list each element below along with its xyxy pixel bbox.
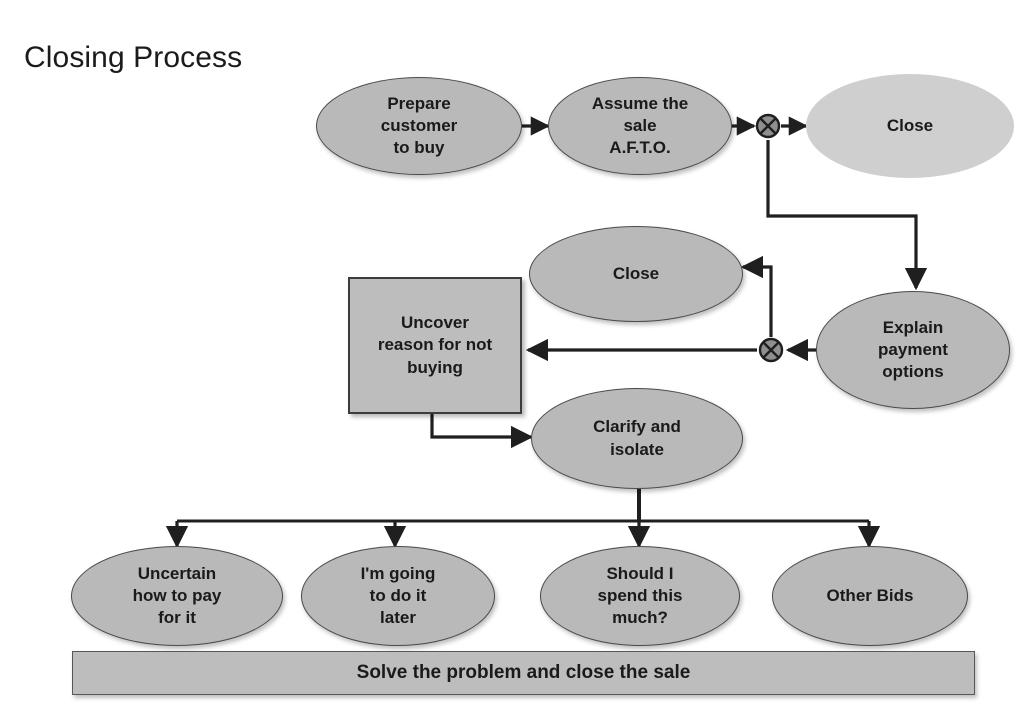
node-close-middle-label: Close — [612, 263, 660, 283]
node-uncertain-how-to-pay[interactable]: Uncertain how to pay for it — [71, 546, 283, 646]
node-clarify-line1: Clarify and — [593, 417, 681, 437]
junction-middle-x-icon[interactable] — [758, 337, 784, 363]
node-uncertain-line2: how to pay — [132, 585, 222, 605]
node-assume-line3: A.F.T.O. — [609, 138, 671, 158]
node-close-top-label: Close — [886, 115, 934, 135]
node-clarify-and-isolate[interactable]: Clarify and isolate — [531, 388, 743, 489]
node-later-line2: to do it — [369, 585, 427, 605]
node-later-line1: I'm going — [360, 563, 436, 583]
node-solve-label: Solve the problem and close the sale — [356, 661, 691, 683]
node-assume-the-sale[interactable]: Assume the sale A.F.T.O. — [548, 77, 732, 175]
node-explain-line1: Explain — [882, 317, 944, 337]
node-clarify-line2: isolate — [610, 439, 664, 459]
edge-uncover-to-clarify — [430, 414, 534, 449]
page-title: Closing Process — [24, 41, 243, 74]
node-explain-payment-options[interactable]: Explain payment options — [816, 291, 1010, 409]
node-should-i-spend-this-much[interactable]: Should I spend this much? — [540, 546, 740, 646]
node-prepare-line1: Prepare — [387, 93, 451, 113]
node-assume-line2: sale — [623, 115, 657, 135]
edge-junction-middle-to-close-mid — [740, 255, 773, 337]
node-later-line3: later — [380, 608, 416, 628]
node-uncertain-line1: Uncertain — [137, 563, 217, 583]
node-solve-the-problem-bar[interactable]: Solve the problem and close the sale — [72, 651, 975, 695]
node-spend-line3: much? — [612, 608, 668, 628]
node-other-bids-label: Other Bids — [826, 585, 914, 605]
node-spend-line2: spend this — [597, 585, 683, 605]
node-uncover-line2: reason for not — [377, 335, 493, 355]
node-prepare-line2: customer — [380, 115, 458, 135]
node-explain-line3: options — [882, 362, 944, 382]
node-spend-line1: Should I — [606, 563, 674, 583]
node-prepare-line3: to buy — [393, 138, 445, 158]
node-assume-line1: Assume the — [591, 93, 689, 113]
node-close-middle[interactable]: Close — [529, 226, 743, 322]
node-uncover-line3: buying — [407, 357, 463, 377]
node-other-bids[interactable]: Other Bids — [772, 546, 968, 646]
node-explain-line2: payment — [878, 339, 948, 359]
node-going-to-do-it-later[interactable]: I'm going to do it later — [301, 546, 495, 646]
node-close-top[interactable]: Close — [806, 74, 1014, 178]
node-uncover-line1: Uncover — [400, 313, 469, 333]
node-prepare-customer[interactable]: Prepare customer to buy — [316, 77, 522, 175]
junction-top-x-icon[interactable] — [755, 113, 781, 139]
node-uncertain-line3: for it — [158, 608, 196, 628]
node-uncover-reason[interactable]: Uncover reason for not buying — [348, 277, 522, 414]
